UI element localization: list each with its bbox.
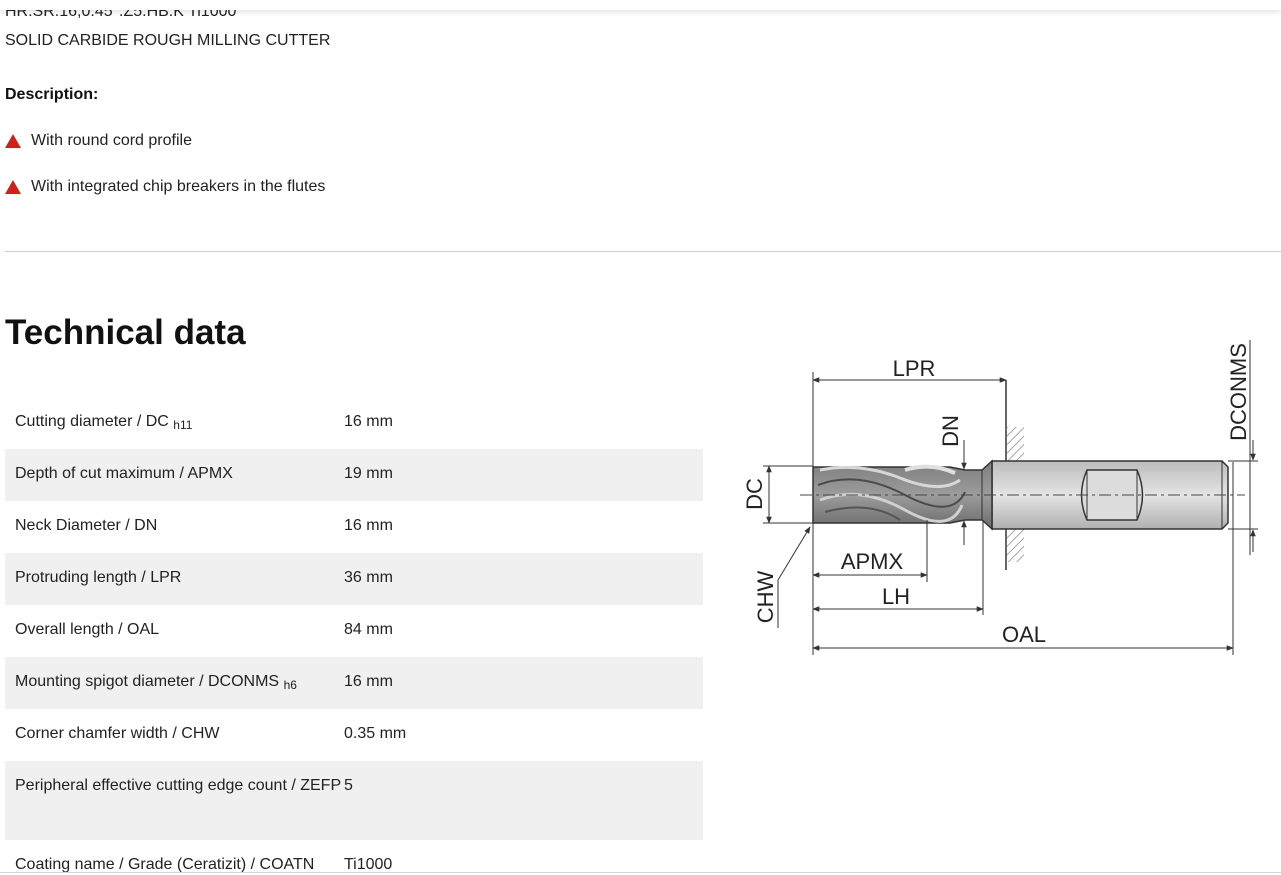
label-dn: DN <box>938 415 963 447</box>
table-row: Neck Diameter / DN 16 mm <box>5 501 703 553</box>
triangle-bullet-icon <box>5 180 21 194</box>
spec-value: Ti1000 <box>344 856 393 873</box>
product-name: SOLID CARBIDE ROUGH MILLING CUTTER <box>5 32 331 49</box>
tolerance-subscript: h11 <box>173 418 193 432</box>
label-apmx: APMX <box>841 549 904 574</box>
table-row: Depth of cut maximum / APMX 19 mm <box>5 449 703 501</box>
spec-value: 84 mm <box>344 621 393 638</box>
spec-label: Mounting spigot diameter / DCONMS h6 <box>15 673 297 692</box>
label-chw: CHW <box>753 570 778 623</box>
description-item-text: With round cord profile <box>31 132 192 149</box>
label-lpr: LPR <box>893 356 936 381</box>
technical-data-heading: Technical data <box>5 313 246 352</box>
label-oal: OAL <box>1002 622 1046 647</box>
table-row: Cutting diameter / DC h11 16 mm <box>5 397 703 449</box>
spec-value: 19 mm <box>344 465 393 482</box>
top-bar-shadow <box>0 0 1281 10</box>
spec-label: Peripheral effective cutting edge count … <box>15 777 342 794</box>
label-lh: LH <box>882 584 910 609</box>
spec-label: Protruding length / LPR <box>15 569 182 586</box>
description-item-text: With integrated chip breakers in the flu… <box>31 178 326 195</box>
table-row: Peripheral effective cutting edge count … <box>5 761 703 840</box>
label-dc: DC <box>742 478 767 510</box>
spec-label: Neck Diameter / DN <box>15 517 158 534</box>
triangle-bullet-icon <box>5 134 21 148</box>
spec-value: 0.35 mm <box>344 725 407 742</box>
label-dconms: DCONMS <box>1226 343 1251 441</box>
table-row: Protruding length / LPR 36 mm <box>5 553 703 605</box>
tolerance-subscript: h6 <box>283 678 297 692</box>
spec-label: Corner chamfer width / CHW <box>15 725 220 742</box>
dimension-labels: LPR APMX LH OAL DN DC CHW DCONMS <box>742 343 1251 647</box>
description-item: With round cord profile <box>5 132 192 150</box>
description-item: With integrated chip breakers in the flu… <box>5 178 325 196</box>
section-divider <box>5 251 1281 252</box>
page-bottom-border <box>0 872 1281 873</box>
spec-label: Cutting diameter / DC h11 <box>15 413 193 432</box>
spec-value: 36 mm <box>344 569 393 586</box>
table-row: Overall length / OAL 84 mm <box>5 605 703 657</box>
spec-label: Overall length / OAL <box>15 621 160 638</box>
dimension-lines <box>766 377 1256 651</box>
spec-label: Coating name / Grade (Ceratizit) / COATN <box>15 856 315 873</box>
table-row: Mounting spigot diameter / DCONMS h6 16 … <box>5 657 703 709</box>
table-row: Corner chamfer width / CHW 0.35 mm <box>5 709 703 761</box>
table-row: Coating name / Grade (Ceratizit) / COATN… <box>5 840 703 875</box>
spec-value: 5 <box>344 777 353 794</box>
spec-label: Depth of cut maximum / APMX <box>15 465 233 482</box>
spec-value: 16 mm <box>344 673 393 690</box>
milling-cutter-dimension-diagram: LPR APMX LH OAL DN DC CHW DCONMS <box>742 340 1258 655</box>
spec-value: 16 mm <box>344 517 393 534</box>
description-heading: Description: <box>5 86 99 103</box>
technical-data-table: Cutting diameter / DC h11 16 mm Depth of… <box>5 397 703 875</box>
spec-value: 16 mm <box>344 413 393 430</box>
